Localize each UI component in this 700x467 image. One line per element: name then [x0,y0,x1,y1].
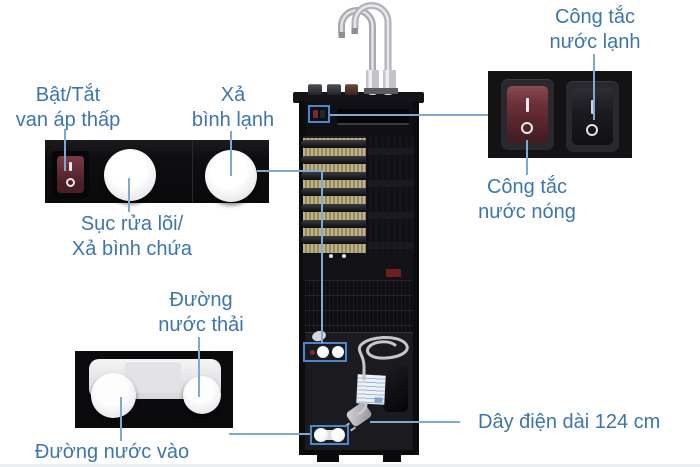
condenser-coil-row [301,188,366,196]
leader-line-flush [128,178,130,212]
callout-text: Công tắc [554,6,636,28]
callout-cold-water-switch: Công tắc nước lạnh [533,5,657,55]
callout-waste-water: Đường nước thải [139,288,263,338]
rear-switch-black-small [320,110,325,118]
callout-text: Sục rửa lõi/ [80,213,184,235]
switch-off-mark [521,122,533,134]
leader-line-cold-switch [593,54,595,120]
leader-line-power-cord [370,421,460,423]
panel-knob-small [317,346,329,358]
callout-water-inlet: Đường nước vào [30,440,194,465]
leader-line-switch-inset [330,114,488,116]
rear-coil-row [368,180,414,187]
callout-text: Xả [220,84,246,106]
inset-knob-panel [45,140,269,203]
callout-hot-water-switch: Công tắc nước nóng [465,175,589,225]
callout-text: nước nóng [478,201,576,223]
callout-low-pressure-valve: Bật/Tắt van áp thấp [6,83,130,133]
rear-switch-red-small [313,110,318,118]
condenser-coil-row [301,172,366,180]
leader-line-waste [198,337,200,397]
condenser-coil-row [301,156,366,164]
panel-knob-small [332,346,344,358]
tower-top-flange [293,92,424,103]
leader-line-inlet [120,397,122,441]
callout-text: Xả bình chứa [71,238,193,260]
flush-drain-knob [104,149,156,201]
switch-off-mark [586,124,598,136]
vent-grille [305,280,413,332]
hot-water-rocker-switch [507,86,548,143]
tower-foot [383,455,401,462]
water-fitting-bridge [316,430,344,440]
leader-line-inset-to-unit-v [321,170,323,343]
highlight-box-water-fitting [310,425,349,445]
highlight-box-rear-switches [308,105,330,123]
condenser-coil-row [301,140,366,148]
cold-water-rocker-switch [572,88,613,145]
low-pressure-rocker-switch [57,156,84,193]
top-valve-fitting-brass [345,84,358,95]
rear-dark-panel [366,136,414,253]
switch-on-mark [591,100,594,114]
water-fitting-cap [314,428,328,442]
panel-seam [192,140,193,203]
water-fitting-cap [331,428,345,442]
leader-line-hot-switch [526,140,528,175]
top-valve-fitting [327,84,341,95]
condenser-coil-row [301,220,366,228]
callout-text: Công tắc [486,176,568,198]
leader-line-fitting-inset [229,433,310,435]
switch-on-mark [69,162,72,171]
waste-water-cap [183,376,221,414]
inset-power-switches [488,71,632,158]
callout-text: Đường [169,289,233,311]
rear-coil-row [368,242,414,249]
callout-text: Bật/Tắt [35,84,101,106]
tower-foot [317,455,339,462]
screw-dot [329,254,333,258]
leader-line-inset-to-unit-h [257,170,323,172]
callout-text: van áp thấp [15,109,121,131]
panel-red-switch-small [310,350,315,355]
cold-switch-bezel [566,81,619,152]
switch-off-mark [66,178,75,187]
screw-dot [342,254,346,258]
top-valve-fitting [308,84,322,95]
callout-text: nước lạnh [549,31,641,53]
tower-vent-slot [337,109,409,125]
highlight-box-knob-panel [303,342,347,362]
compressor-box [383,366,408,412]
inset-water-fittings [75,351,233,428]
water-inlet-cap [91,373,136,418]
condenser-coil-row [301,204,366,212]
leader-line-low-pressure [64,129,66,171]
rear-coil-row [368,212,414,219]
condenser-coil-row [301,236,366,244]
red-warning-sticker [386,269,401,277]
callout-power-cord: Dây điện dài 124 cm [478,410,698,435]
callout-cold-tank-drain: Xả bình lạnh [171,83,295,133]
leader-line-cold-drain [230,131,232,176]
callout-filter-flush: Sục rửa lõi/ Xả bình chứa [59,212,205,262]
photo-bottom-edge [0,464,700,467]
power-spec-label [356,374,386,405]
callout-text: Dây điện dài 124 cm [478,411,661,433]
rear-coil-row [368,148,414,155]
callout-text: Đường nước vào [34,441,190,463]
switch-on-mark [526,98,529,112]
callout-text: bình lạnh [191,109,275,131]
hot-switch-bezel [501,79,554,150]
low-pressure-switch-bezel [52,151,89,198]
callout-text: nước thải [158,314,244,336]
